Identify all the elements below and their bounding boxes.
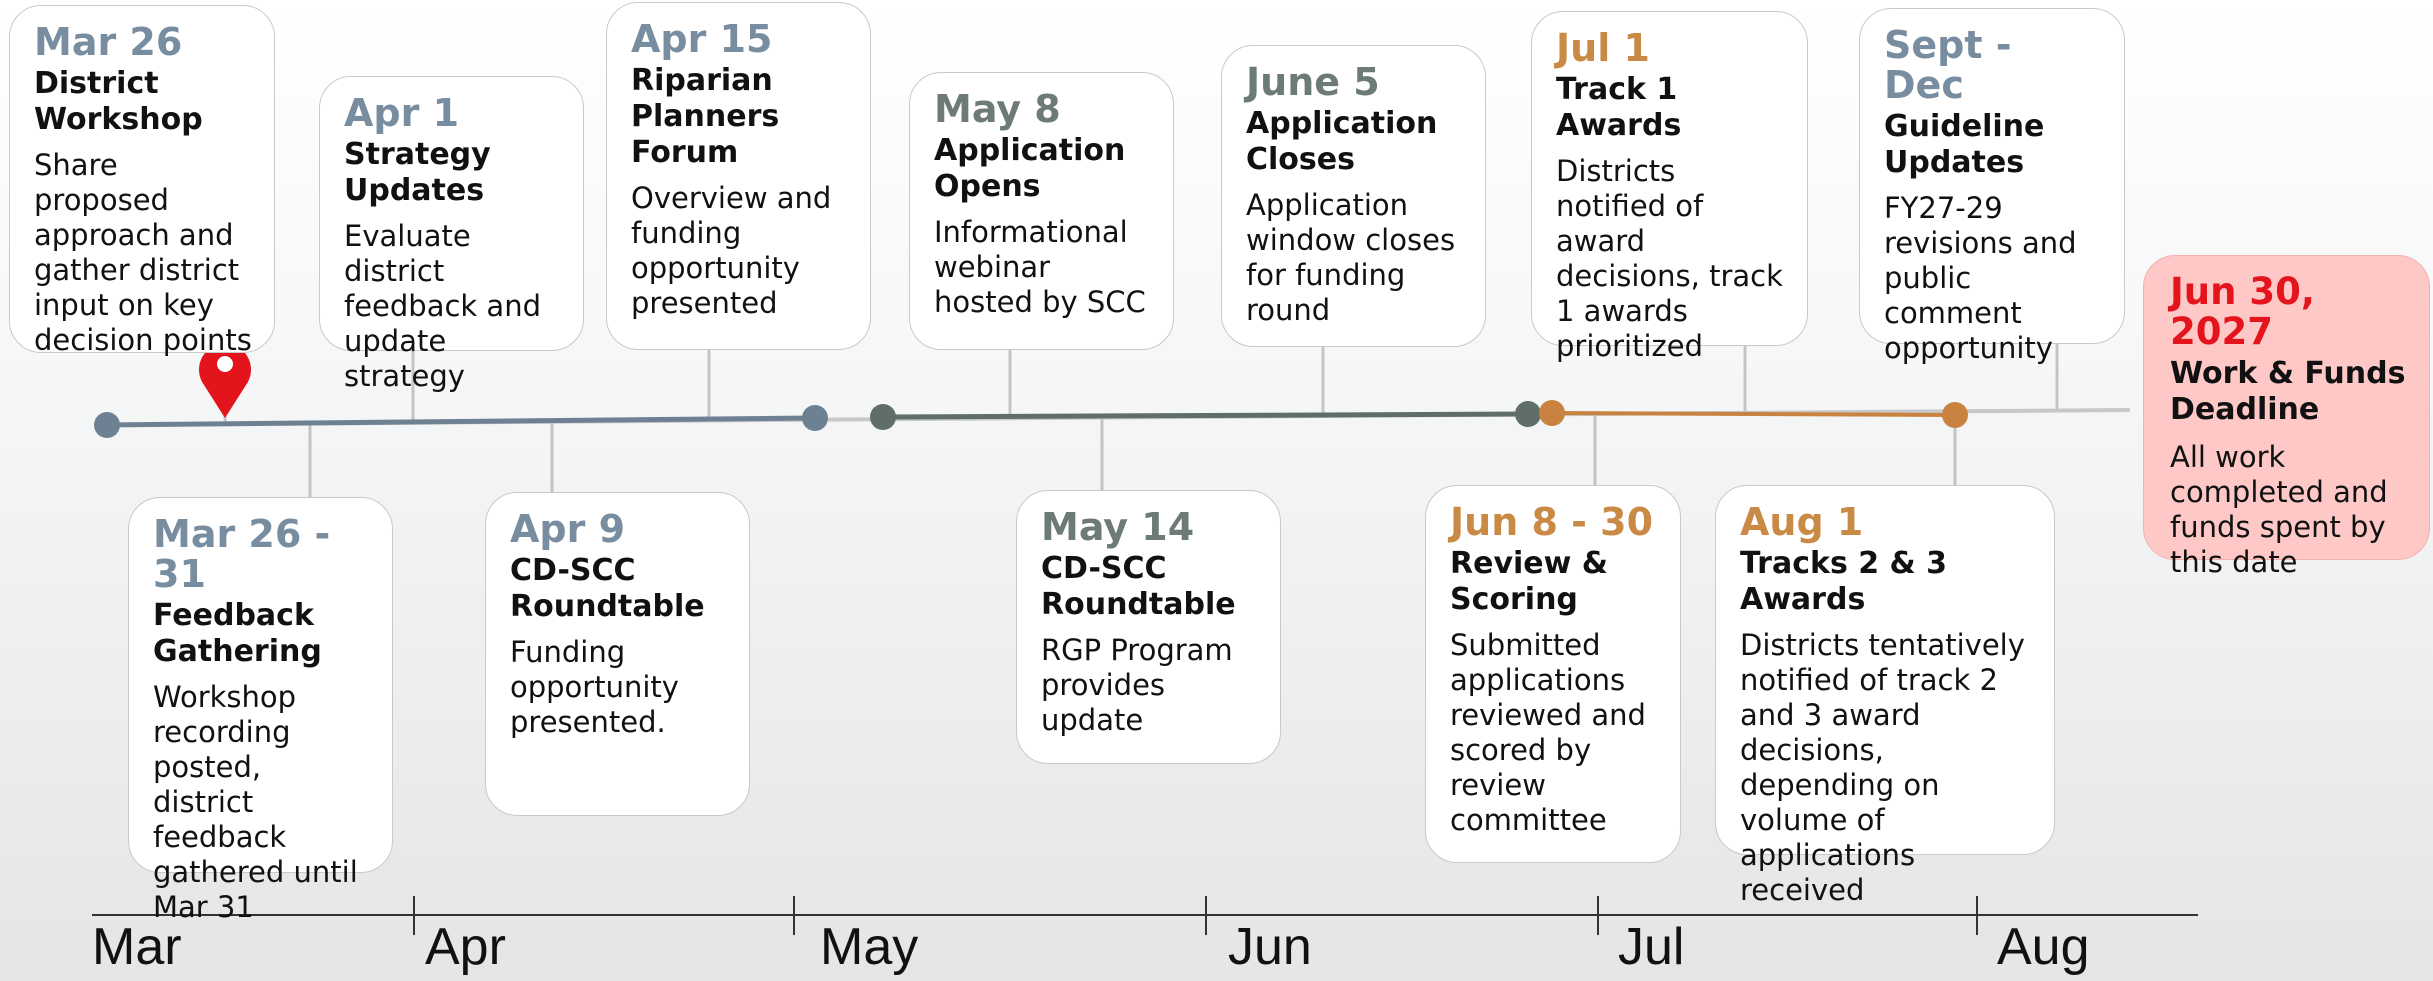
month-label-jun: Jun: [1228, 918, 1312, 976]
event-title: Review & Scoring: [1450, 546, 1608, 617]
event-description: Districts tentatively notified of track …: [1740, 628, 2025, 907]
event-date: Mar 26: [34, 20, 183, 64]
phase-dot-review-end: [1942, 402, 1968, 428]
event-title: Application Opens: [934, 133, 1126, 204]
event-date: Jun 30, 2027: [2170, 270, 2315, 353]
event-date: Aug 1: [1740, 500, 1864, 544]
event-card-sept-dec: Sept - Dec Guideline Updates FY27-29 rev…: [1859, 8, 2125, 365]
event-description: RGP Program provides update: [1041, 633, 1233, 737]
event-card-mar26: Mar 26 District Workshop Share proposed …: [9, 5, 275, 357]
event-description: Share proposed approach and gather distr…: [34, 148, 252, 357]
event-description: Informational webinar hosted by SCC: [934, 215, 1146, 319]
event-date: May 8: [934, 87, 1061, 131]
phase-segment-application: [882, 411, 1529, 420]
event-date: Jul 1: [1556, 26, 1650, 70]
phase-segment-review: [1551, 411, 1956, 417]
event-description: Evaluate district feedback and update st…: [344, 219, 541, 393]
month-label-may: May: [820, 918, 919, 976]
event-date: Jun 8 - 30: [1450, 500, 1654, 544]
phase-dot-review-start: [1539, 400, 1565, 426]
event-card-jun5: June 5 Application Closes Application wi…: [1221, 45, 1486, 347]
event-title: Track 1 Awards: [1556, 72, 1682, 143]
month-label-apr: Apr: [425, 918, 506, 976]
event-description: All work completed and funds spent by th…: [2170, 440, 2388, 579]
phase-dot-outreach-end: [802, 405, 828, 431]
event-title: Tracks 2 & 3 Awards: [1740, 546, 1948, 617]
event-date: Sept - Dec: [1884, 23, 2012, 107]
event-description: Workshop recording posted, district feed…: [153, 680, 358, 924]
map-pin-hole: [217, 356, 233, 372]
event-title: Application Closes: [1246, 106, 1438, 177]
event-card-jul1: Jul 1 Track 1 Awards Districts notified …: [1531, 11, 1808, 363]
map-pin-icon: [199, 343, 251, 418]
event-description: Overview and funding opportunity present…: [631, 181, 832, 320]
month-label-aug: Aug: [1997, 918, 2090, 976]
event-date: Apr 15: [631, 17, 773, 61]
month-label-mar: Mar: [92, 918, 182, 976]
event-title: Work & Funds Deadline: [2170, 356, 2406, 427]
event-date: Mar 26 - 31: [153, 512, 331, 596]
phase-segment-outreach: [106, 415, 816, 428]
event-card-jun8-30: Jun 8 - 30 Review & Scoring Submitted ap…: [1425, 485, 1681, 863]
phase-dot-application-start: [870, 404, 896, 430]
event-description: Districts notified of award decisions, t…: [1556, 154, 1783, 363]
phase-dot-application-end: [1515, 401, 1541, 427]
phase-dot-start: [94, 412, 120, 438]
event-description: Application window closes for funding ro…: [1246, 188, 1456, 327]
event-card-apr15: Apr 15 Riparian Planners Forum Overview …: [606, 2, 871, 350]
event-description: FY27-29 revisions and public comment opp…: [1884, 191, 2077, 365]
event-title: Guideline Updates: [1884, 109, 2045, 180]
event-card-apr9: Apr 9 CD-SCC Roundtable Funding opportun…: [485, 492, 750, 816]
event-date: June 5: [1246, 60, 1380, 104]
event-date: Apr 1: [344, 91, 460, 135]
event-card-apr1: Apr 1 Strategy Updates Evaluate district…: [319, 76, 584, 393]
event-card-mar26-31: Mar 26 - 31 Feedback Gathering Workshop …: [128, 497, 393, 924]
event-title: CD-SCC Roundtable: [510, 553, 705, 624]
event-title: CD-SCC Roundtable: [1041, 551, 1236, 622]
event-description: Funding opportunity presented.: [510, 635, 679, 739]
event-date: May 14: [1041, 505, 1195, 549]
event-title: Feedback Gathering: [153, 598, 322, 669]
event-card-may14: May 14 CD-SCC Roundtable RGP Program pro…: [1016, 490, 1281, 764]
event-title: District Workshop: [34, 66, 203, 137]
event-description: Submitted applications reviewed and scor…: [1450, 628, 1646, 837]
event-card-aug1: Aug 1 Tracks 2 & 3 Awards Districts tent…: [1715, 485, 2055, 907]
event-title: Riparian Planners Forum: [631, 63, 780, 170]
event-card-jun30-2027: Jun 30, 2027 Work & Funds Deadline All w…: [2143, 255, 2430, 579]
event-title: Strategy Updates: [344, 137, 491, 208]
event-card-may8: May 8 Application Opens Informational we…: [909, 72, 1174, 350]
month-label-jul: Jul: [1618, 918, 1685, 976]
event-date: Apr 9: [510, 507, 626, 551]
